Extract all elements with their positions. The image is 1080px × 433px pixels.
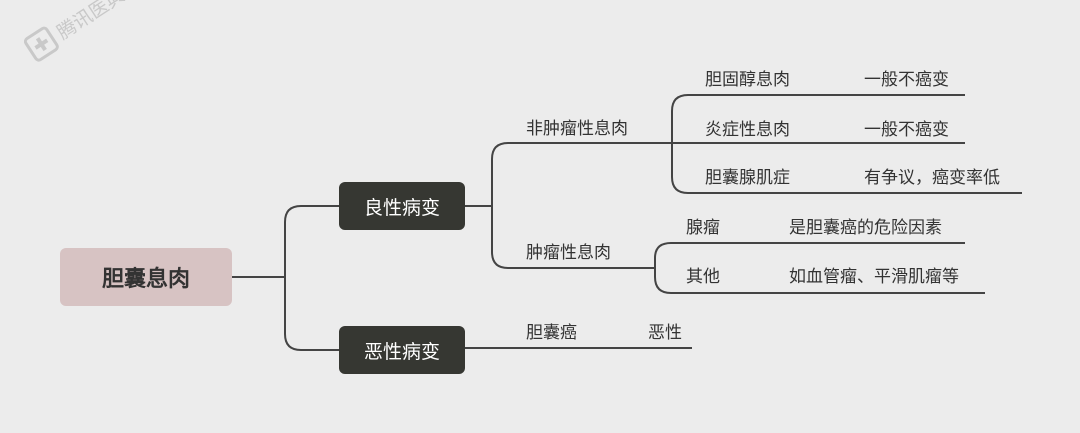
neoplastic-label: 肿瘤性息肉	[526, 243, 611, 263]
leaf-name: 胆固醇息肉	[705, 70, 790, 90]
leaf-name: 腺瘤	[686, 218, 720, 238]
malignant-node: 恶性病变	[339, 326, 465, 374]
leaf-note: 有争议，癌变率低	[864, 168, 1000, 188]
leaf-note: 一般不癌变	[864, 120, 949, 140]
leaf-name: 胆囊癌	[526, 323, 577, 343]
benign-node: 良性病变	[339, 182, 465, 230]
leaf-note: 是胆囊癌的危险因素	[789, 218, 942, 238]
non-neoplastic-label: 非肿瘤性息肉	[526, 119, 628, 139]
leaf-name: 其他	[686, 267, 720, 287]
leaf-note: 一般不癌变	[864, 70, 949, 90]
leaf-name: 胆囊腺肌症	[705, 168, 790, 188]
leaf-name: 炎症性息肉	[705, 120, 790, 140]
leaf-note: 如血管瘤、平滑肌瘤等	[789, 267, 959, 287]
root-node: 胆囊息肉	[60, 248, 232, 306]
leaf-note: 恶性	[648, 323, 682, 343]
